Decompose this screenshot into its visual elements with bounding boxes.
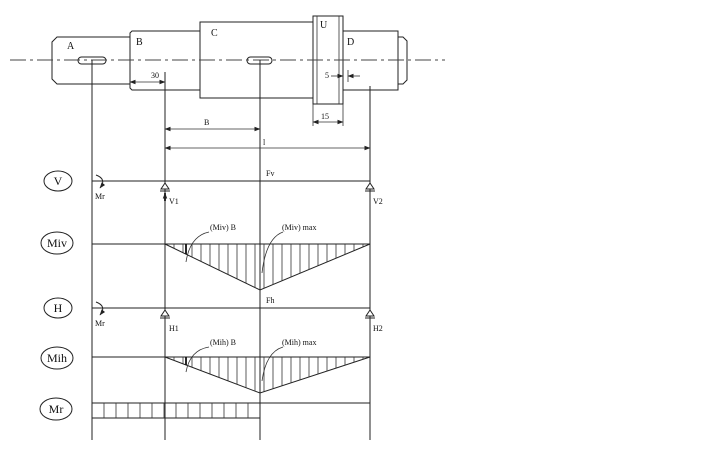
- force-fv-label: Fv: [266, 169, 274, 178]
- row-h-moment-arrow-icon: [95, 301, 106, 316]
- shaft-section-a: [51, 36, 131, 85]
- dim-l-label: l: [263, 138, 266, 147]
- miv-b-label: (Miv) B: [210, 223, 236, 232]
- row-h: H Mr H1 Fh H2: [43, 296, 383, 333]
- dim-b-label: B: [204, 118, 209, 127]
- row-v-label: V: [54, 174, 63, 188]
- row-v-moment-arrow-icon: [95, 174, 106, 189]
- support-v2-label: V2: [373, 197, 383, 206]
- reference-lines: [91, 60, 371, 440]
- mih-max-label: (Mih) max: [282, 338, 316, 347]
- shaft: A B C U D: [10, 15, 445, 105]
- row-mih-label: Mih: [47, 351, 67, 365]
- moment-diagram-mih: [164, 356, 371, 394]
- section-label-d: D: [347, 37, 354, 48]
- mih-max-leader: [261, 346, 284, 382]
- mih-b-leader: [185, 346, 210, 373]
- row-miv: Miv (Miv) B (Miv) max: [40, 223, 371, 291]
- moment-diagram-miv: [164, 243, 371, 291]
- support-v1-label: V1: [169, 197, 179, 206]
- row-h-badge: [43, 297, 73, 319]
- row-mr-label: Mr: [49, 402, 64, 416]
- row-miv-badge: [40, 231, 74, 255]
- section-label-b: B: [136, 37, 143, 48]
- section-label-u: U: [320, 20, 328, 31]
- miv-max-leader: [261, 231, 284, 274]
- support-h2-label: H2: [373, 324, 383, 333]
- miv-max-label: (Miv) max: [282, 223, 316, 232]
- force-fh-label: Fh: [266, 296, 274, 305]
- row-v-moment-label: Mr: [95, 192, 105, 201]
- support-h2-icon: [365, 309, 375, 317]
- section-label-a: A: [67, 41, 75, 52]
- row-v: V Mr V1 Fv V2: [43, 169, 383, 206]
- row-mih-badge: [40, 346, 74, 370]
- row-mih: Mih (Mih) B (Mih) max: [40, 338, 371, 394]
- shaft-right-end: [397, 36, 408, 85]
- row-h-moment-label: Mr: [95, 319, 105, 328]
- row-miv-label: Miv: [47, 236, 67, 250]
- dimensions: 30 5 15 B l: [129, 70, 371, 151]
- dim-15-label: 15: [321, 112, 329, 121]
- support-h1-icon: [160, 309, 170, 317]
- dim-5-label: 5: [325, 71, 329, 80]
- mih-b-label: (Mih) B: [210, 338, 236, 347]
- dim-30-label: 30: [151, 71, 159, 80]
- section-label-c: C: [211, 28, 218, 39]
- row-mr: Mr: [39, 397, 370, 421]
- row-v-badge: [43, 170, 73, 192]
- miv-b-leader: [185, 231, 210, 263]
- support-h1-label: H1: [169, 324, 179, 333]
- row-h-label: H: [54, 301, 63, 315]
- torque-diagram-mr-hatching: [103, 403, 249, 418]
- support-v2-icon: [365, 182, 375, 190]
- moment-diagram-miv-hatching: [173, 244, 364, 289]
- support-v1-icon: [160, 182, 170, 190]
- row-mr-badge: [39, 397, 73, 421]
- moment-diagram-mih-hatching: [173, 357, 364, 392]
